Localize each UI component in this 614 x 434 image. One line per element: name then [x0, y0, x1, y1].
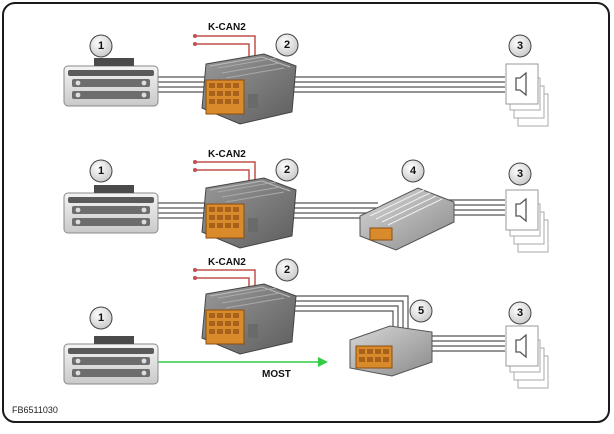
callout-3-row3: 3 [508, 301, 532, 325]
callout-1-number: 1 [98, 40, 104, 52]
callout-1-row2-number: 1 [98, 165, 104, 177]
row-3-wiring [193, 268, 505, 352]
callout-1-row2: 1 [89, 159, 113, 183]
callout-3-row3-number: 3 [517, 307, 523, 319]
callout-1: 1 [89, 34, 113, 58]
callout-3-row2-number: 3 [517, 168, 523, 180]
callout-2-row3: 2 [275, 258, 299, 282]
figure-id: FB6511030 [12, 405, 58, 415]
kcan-label-row2: K-CAN2 [208, 149, 246, 160]
most-connection [158, 357, 328, 367]
kcan-label-row3: K-CAN2 [208, 257, 246, 268]
callout-2-number: 2 [284, 39, 290, 51]
callout-2-row3-number: 2 [284, 264, 290, 276]
callout-5: 5 [409, 299, 433, 323]
control-module-2-row2 [201, 177, 297, 249]
control-module-2 [201, 53, 297, 125]
callout-2-row2-number: 2 [284, 164, 290, 176]
callout-3-number: 3 [517, 40, 523, 52]
callout-1-row3-number: 1 [98, 312, 104, 324]
callout-4: 4 [401, 159, 425, 183]
kcan-label-row1: K-CAN2 [208, 22, 246, 33]
most-label: MOST [262, 369, 291, 380]
callout-2: 2 [275, 33, 299, 57]
control-module-2-row3 [201, 283, 297, 355]
callout-2-row2: 2 [275, 158, 299, 182]
callout-5-number: 5 [418, 305, 424, 317]
callout-4-number: 4 [410, 165, 417, 177]
callout-3: 3 [508, 34, 532, 58]
callout-1-row3: 1 [89, 306, 113, 330]
callout-3-row2: 3 [508, 162, 532, 186]
